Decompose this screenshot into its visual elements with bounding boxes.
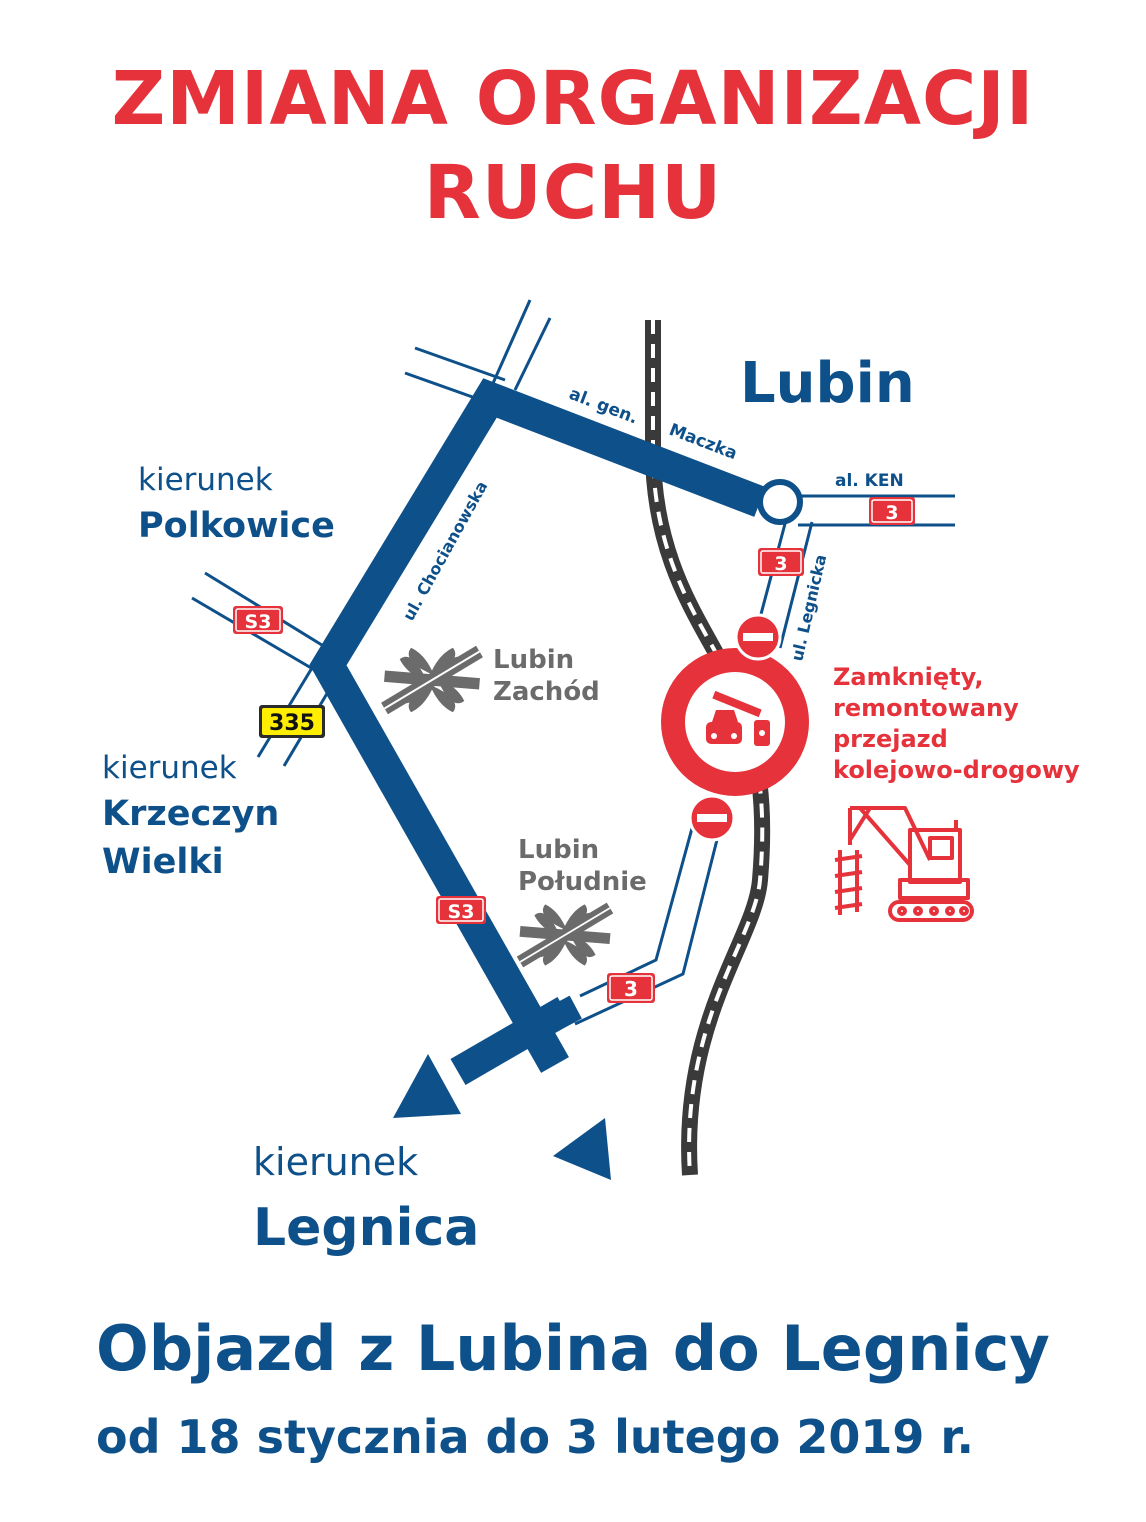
interchange-icon [385, 648, 480, 713]
closure-note-line-2: remontowany [833, 694, 1019, 722]
street-label-ken: al. KEN [835, 471, 904, 491]
road-badge-s3-lower-text: S3 [448, 901, 475, 923]
roundabout-icon [757, 479, 803, 525]
direction-polkowice-name: Polkowice [138, 506, 335, 546]
road-badge-s3-upper: S3 [233, 606, 283, 634]
direction-arrow-icon [553, 1118, 611, 1180]
title-line-1: ZMIANA ORGANIZACJI [111, 56, 1035, 142]
no-entry-icon [734, 613, 782, 661]
direction-krzeczyn-name-2: Wielki [102, 842, 224, 882]
interchange-zachod-line-2: Zachód [493, 677, 600, 707]
direction-krzeczyn-name-1: Krzeczyn [102, 794, 279, 834]
direction-legnica-name: Legnica [253, 1198, 479, 1258]
closure-note-line-4: kolejowo-drogowy [833, 756, 1080, 784]
railway-line [645, 320, 771, 1176]
road-badge-335: 335 [259, 705, 325, 738]
railway-crossing-icon [661, 648, 809, 796]
title-line-2: RUCHU [423, 150, 723, 236]
interchange-zachod-line-1: Lubin [493, 645, 574, 675]
road-badge-3-legnicka-text: 3 [774, 553, 787, 575]
road-badge-335-text: 335 [269, 711, 315, 736]
road-badge-s3-lower: S3 [436, 896, 486, 924]
direction-legnica-prefix: kierunek [253, 1140, 418, 1184]
city-label: Lubin [740, 351, 915, 416]
direction-krzeczyn-prefix: kierunek [102, 750, 237, 786]
direction-polkowice-prefix: kierunek [138, 462, 273, 498]
interchange-poludnie-line-1: Lubin [518, 835, 599, 865]
road-badge-3-south-text: 3 [624, 977, 638, 1001]
road-badge-3-south: 3 [607, 973, 655, 1003]
railway-crane-icon [834, 806, 974, 922]
direction-arrow-icon [393, 1054, 461, 1118]
interchange-poludnie-line-2: Południe [518, 867, 647, 897]
road-badge-s3-upper-text: S3 [245, 611, 272, 633]
road-badge-3-legnicka: 3 [758, 548, 804, 576]
road-badge-3-ken: 3 [869, 497, 915, 525]
no-entry-icon [688, 794, 736, 842]
footer-date-range: od 18 stycznia do 3 lutego 2019 r. [96, 1410, 974, 1464]
closure-note-line-1: Zamknięty, [833, 663, 984, 691]
closure-note-line-3: przejazd [833, 725, 948, 753]
road-badge-3-ken-text: 3 [885, 502, 898, 524]
detour-map: al. gen. Maczka al. KEN ul. Chocianowska… [102, 299, 1080, 1258]
interchange-icon [520, 904, 610, 965]
footer-detour-title: Objazd z Lubina do Legnicy [96, 1312, 1050, 1385]
